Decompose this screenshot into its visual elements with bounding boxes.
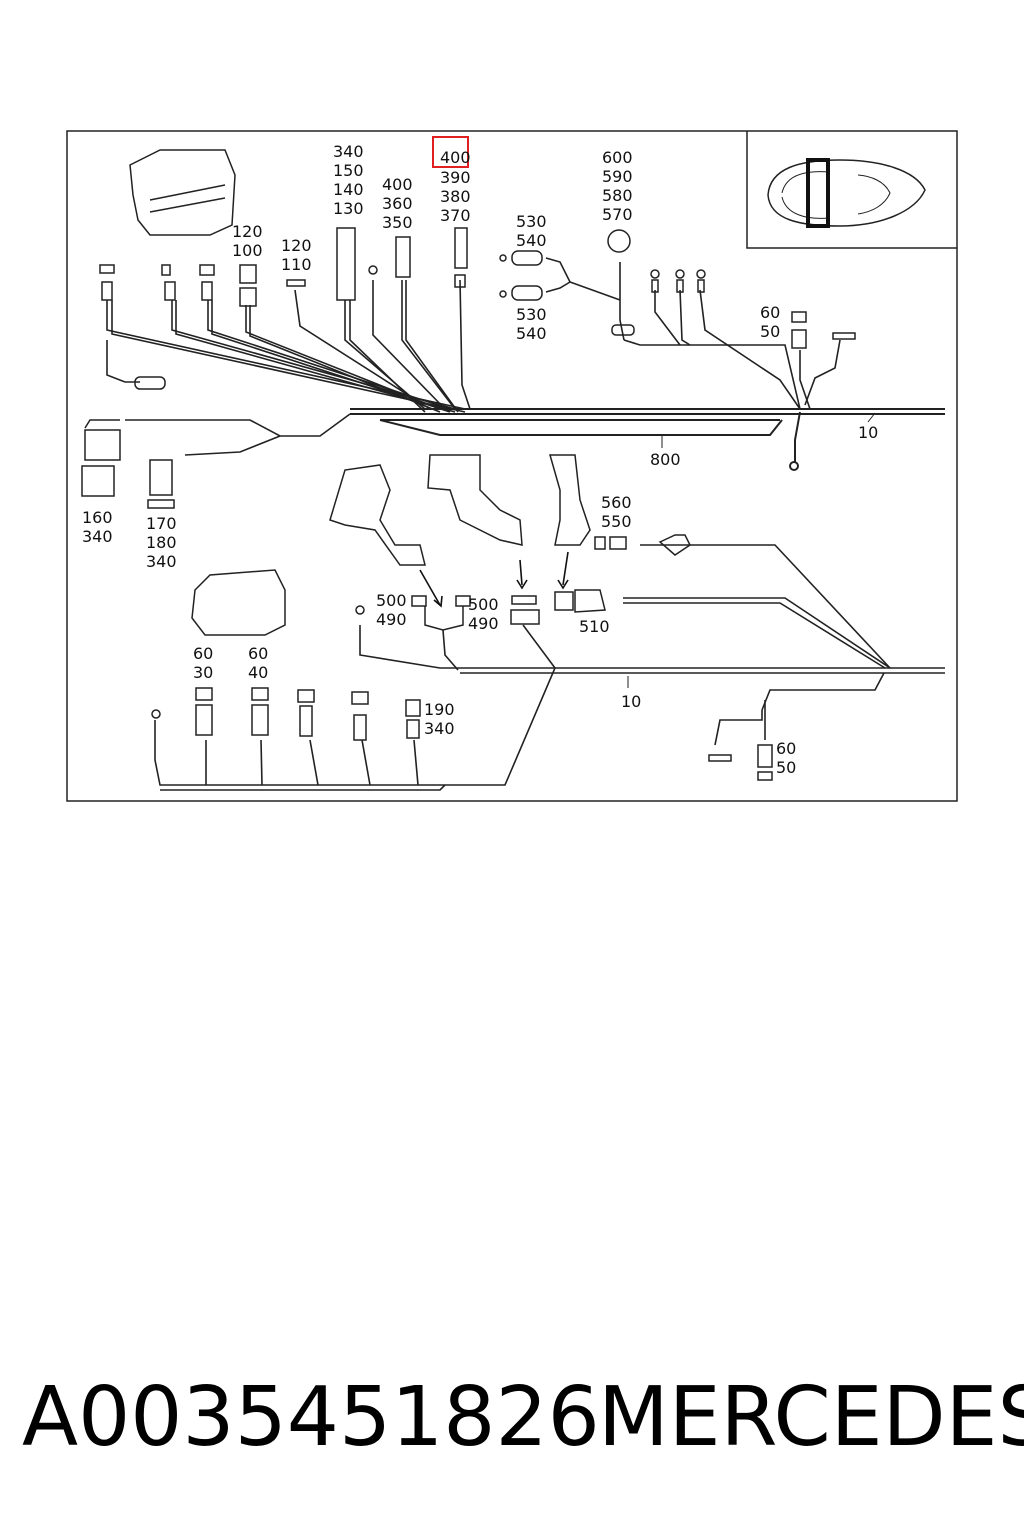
callout-label: 540 xyxy=(516,231,547,250)
callout-label: 350 xyxy=(382,213,413,232)
brand-name: MERCEDES xyxy=(598,1370,1024,1465)
callout-label: 390 xyxy=(440,168,471,187)
callout-label: 60 xyxy=(193,644,213,663)
callout-label: 120 xyxy=(232,222,263,241)
callout-label: 60 xyxy=(248,644,268,663)
callout-label: 60 xyxy=(760,303,780,322)
callout-label: 800 xyxy=(650,450,681,469)
highlight-box xyxy=(432,136,469,168)
callout-label: 160 xyxy=(82,508,113,527)
diagram-frame xyxy=(66,130,958,802)
callout-label: 10 xyxy=(621,692,641,711)
callout-label: 100 xyxy=(232,241,263,260)
callout-label: 550 xyxy=(601,512,632,531)
callout-label: 580 xyxy=(602,186,633,205)
pointer-arrows xyxy=(419,551,569,608)
callout-label: 340 xyxy=(82,527,113,546)
callout-label: 180 xyxy=(146,533,177,552)
callout-label: 510 xyxy=(579,617,610,636)
callout-label: 340 xyxy=(424,719,455,738)
callout-label: 140 xyxy=(333,180,364,199)
callout-label: 170 xyxy=(146,514,177,533)
callout-label: 590 xyxy=(602,167,633,186)
callout-label: 490 xyxy=(376,610,407,629)
wiring-diagram: 400 390 380 370 340 150 140 130 400 360 … xyxy=(66,130,958,802)
callout-label: 560 xyxy=(601,493,632,512)
callout-label: 110 xyxy=(281,255,312,274)
callout-label: 340 xyxy=(333,142,364,161)
callout-label: 380 xyxy=(440,187,471,206)
callout-label: 530 xyxy=(516,305,547,324)
callout-label: 130 xyxy=(333,199,364,218)
callout-label: 400 xyxy=(382,175,413,194)
callout-label: 10 xyxy=(858,423,878,442)
callout-label: 530 xyxy=(516,212,547,231)
part-number: A0035451826 xyxy=(22,1370,600,1465)
callout-label: 50 xyxy=(776,758,796,777)
harness-trunk-10 xyxy=(350,408,945,471)
vehicle-inset xyxy=(746,131,957,249)
callout-label: 500 xyxy=(468,595,499,614)
lower-harness-wires xyxy=(154,544,945,791)
callout-label: 190 xyxy=(424,700,455,719)
callout-label: 540 xyxy=(516,324,547,343)
callout-label: 60 xyxy=(776,739,796,758)
callout-labels: 400 390 380 370 340 150 140 130 400 360 … xyxy=(82,142,878,777)
callout-label: 50 xyxy=(760,322,780,341)
callout-label: 120 xyxy=(281,236,312,255)
callout-label: 600 xyxy=(602,148,633,167)
callout-label: 30 xyxy=(193,663,213,682)
callout-label: 150 xyxy=(333,161,364,180)
highlighted-callout: 400 xyxy=(440,148,471,167)
callout-label: 360 xyxy=(382,194,413,213)
callout-label: 370 xyxy=(440,206,471,225)
component-shapes xyxy=(81,149,856,781)
callout-label: 40 xyxy=(248,663,268,682)
callout-label: 500 xyxy=(376,591,407,610)
callout-label: 340 xyxy=(146,552,177,571)
callout-label: 490 xyxy=(468,614,499,633)
callout-label: 570 xyxy=(602,205,633,224)
upper-branch-wires xyxy=(106,257,841,456)
